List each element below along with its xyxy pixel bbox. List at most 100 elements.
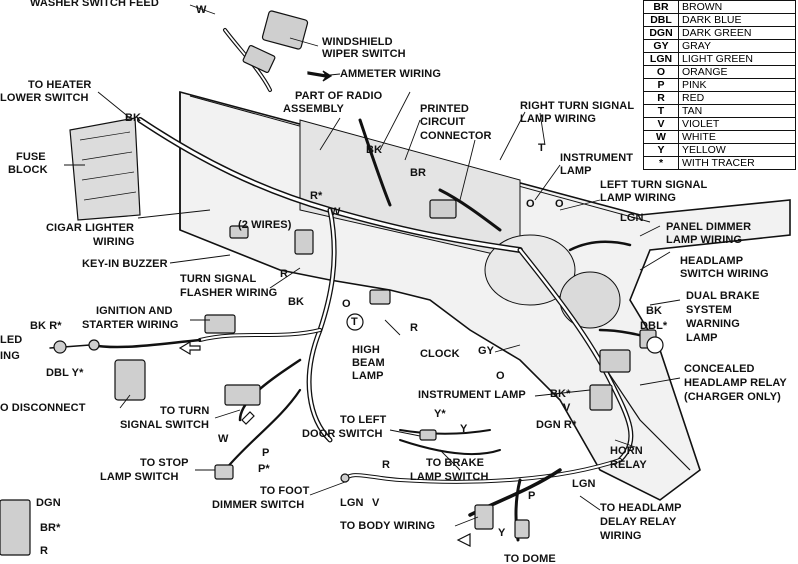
label-left-turn-2: LAMP WIRING — [600, 192, 677, 204]
legend-code: GY — [643, 39, 679, 53]
label-wire-ystar: Y* — [434, 408, 446, 420]
legend-code: V — [643, 117, 679, 131]
label-fuse-1: FUSE — [16, 151, 46, 163]
legend-row: *WITH TRACER — [643, 156, 796, 170]
legend-color-name: RED — [678, 91, 796, 105]
instrument-panel-outline — [69, 90, 791, 501]
label-wire-v-2: V — [372, 497, 380, 509]
label-heater-2: LOWER SWITCH — [0, 92, 89, 104]
label-cigar-lighter-2: WIRING — [93, 236, 135, 248]
label-instrument-lamp-1: INSTRUMENT — [560, 152, 634, 164]
label-wire-r-3: R — [382, 459, 391, 471]
label-wire-r-1: R — [280, 268, 289, 280]
label-right-turn-1: RIGHT TURN SIGNAL — [520, 100, 635, 112]
label-ammeter-wiring: AMMETER WIRING — [340, 68, 442, 80]
legend-color-name: VIOLET — [678, 117, 796, 131]
legend-color-name: DARK BLUE — [678, 13, 796, 27]
label-turn-flasher-1: TURN SIGNAL — [180, 273, 257, 285]
label-horn-relay-1: HORN — [610, 445, 643, 457]
label-wire-dbl-ystar: DBL Y* — [46, 367, 84, 379]
label-wire-lgn-3: LGN — [340, 497, 364, 509]
label-wire-bk-rstar: BK R* — [30, 320, 62, 332]
label-wire-bk-3: BK — [288, 296, 305, 308]
label-instrument-lamp-2: LAMP — [560, 165, 592, 177]
legend-color-name: DARK GREEN — [678, 26, 796, 40]
legend-color-name: WHITE — [678, 130, 796, 144]
label-radio-2: ASSEMBLY — [283, 103, 344, 115]
label-panel-dimmer-1: PANEL DIMMER — [666, 221, 752, 233]
label-concealed-3: (CHARGER ONLY) — [684, 391, 781, 403]
label-wire-r-4: R — [40, 545, 49, 557]
legend-code: R — [643, 91, 679, 105]
label-horn-relay-2: RELAY — [610, 459, 647, 471]
label-delay-relay-2: DELAY RELAY — [600, 516, 677, 528]
legend-color-name: PINK — [678, 78, 796, 92]
label-windshield-wiper-2: WIPER SWITCH — [322, 48, 406, 60]
label-wire-dgn: DGN — [36, 497, 61, 509]
label-left-turn-1: LEFT TURN SIGNAL — [600, 179, 708, 191]
legend-code: DGN — [643, 26, 679, 40]
label-panel-dimmer-2: LAMP WIRING — [666, 234, 743, 246]
label-wire-gy: GY — [478, 345, 495, 357]
legend-code: LGN — [643, 52, 679, 66]
label-pcb-1: PRINTED — [420, 103, 469, 115]
label-wire-bk-4: BK — [646, 305, 663, 317]
label-wire-t-1: T — [538, 142, 545, 154]
label-headlamp-switch-1: HEADLAMP — [680, 255, 744, 267]
label-body-wiring: TO BODY WIRING — [340, 520, 436, 532]
label-stop-lamp-1: TO STOP — [140, 457, 189, 469]
legend-code: P — [643, 78, 679, 92]
label-pcb-2: CIRCUIT — [420, 116, 466, 128]
label-dual-brake-1: DUAL BRAKE — [686, 290, 760, 302]
label-wire-bkstar: BK* — [550, 388, 571, 400]
label-turn-signal-switch-2: SIGNAL SWITCH — [120, 419, 210, 431]
label-wire-dblstar-1: DBL* — [640, 320, 668, 332]
label-delay-relay-3: WIRING — [600, 530, 642, 542]
label-dual-brake-2: SYSTEM — [686, 304, 732, 316]
legend-code: Y — [643, 143, 679, 157]
label-high-beam-2: BEAM — [352, 357, 385, 369]
label-clock: CLOCK — [420, 348, 460, 360]
label-delay-relay-1: TO HEADLAMP — [600, 502, 682, 514]
label-wire-br-1: BR — [410, 167, 427, 179]
label-wire-bk-1: BK — [125, 112, 142, 124]
wiring-harness — [49, 28, 662, 542]
label-concealed-1: CONCEALED — [684, 363, 755, 375]
label-ignition-2: STARTER WIRING — [82, 319, 179, 331]
label-turn-signal-switch-1: TO TURN — [160, 405, 210, 417]
label-wire-rstar-1: R* — [310, 190, 323, 202]
legend-color-name: ORANGE — [678, 65, 796, 79]
legend-code: T — [643, 104, 679, 118]
label-windshield-wiper-1: WINDSHIELD — [322, 36, 393, 48]
leader-lines — [64, 4, 681, 527]
label-wire-bk-2: BK — [366, 144, 383, 156]
label-disconnect: O DISCONNECT — [0, 402, 86, 414]
label-cigar-lighter-1: CIGAR LIGHTER — [46, 222, 135, 234]
label-to-dome: TO DOME — [504, 553, 556, 564]
label-wire-o-4: O — [496, 370, 505, 382]
label-wire-brstar: BR* — [40, 522, 61, 534]
label-wire-o-3: O — [342, 298, 351, 310]
label-foot-dimmer-1: TO FOOT — [260, 485, 310, 497]
legend-code: W — [643, 130, 679, 144]
label-wire-w-2: W — [218, 433, 229, 445]
label-high-beam-3: LAMP — [352, 370, 384, 382]
label-wire-p-1: P — [262, 447, 270, 459]
legend-color-name: LIGHT GREEN — [678, 52, 796, 66]
label-two-wires: (2 WIRES) — [238, 219, 292, 231]
label-wire-w: W — [196, 4, 207, 16]
label-high-beam-1: HIGH — [352, 344, 380, 356]
label-wire-lgn-2: LGN — [572, 478, 596, 490]
